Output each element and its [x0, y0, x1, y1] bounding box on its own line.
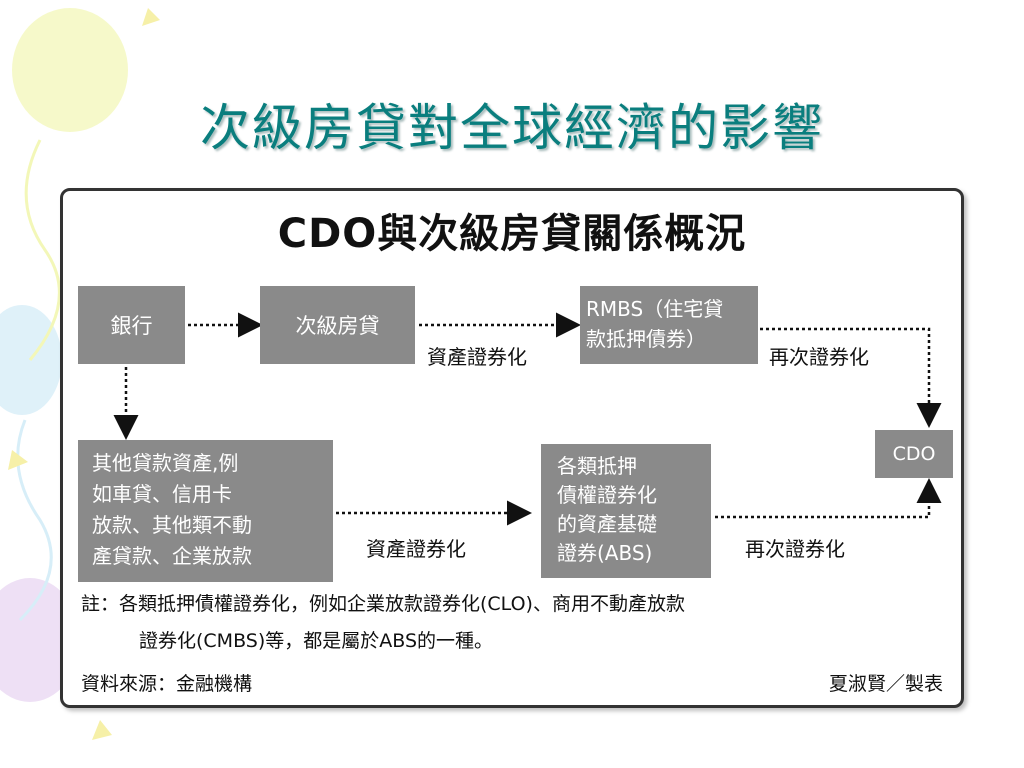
diagram-frame: CDO與次級房貸關係概況 銀行 次級房貸 RMBS（住宅貸 款抵押債券） CDO…	[60, 188, 964, 708]
data-source: 資料來源：金融機構	[81, 673, 253, 695]
label-securitization-bottom: 資產證券化	[366, 537, 466, 561]
label-securitization-top: 資產證券化	[427, 345, 527, 369]
confetti-shape	[142, 8, 160, 26]
label-resecuritization-top: 再次證券化	[769, 345, 869, 369]
confetti-shape	[8, 450, 28, 470]
arrow-rmbs-to-cdo	[760, 327, 942, 428]
diagram-title: CDO與次級房貸關係概況	[277, 211, 747, 257]
abs-box: 各類抵押 債權證券化 的資產基礎 證券(ABS)	[541, 444, 711, 578]
streamer	[16, 419, 53, 622]
other-loan-assets-box: 其他貸款資產,例 如車貸、信用卡 放款、其他類不動 產貸款、企業放款	[78, 440, 333, 582]
connector-layer	[113, 312, 942, 526]
cdo-box: CDO	[875, 430, 953, 478]
label-resecuritization-bottom: 再次證券化	[745, 537, 845, 561]
footnote-line-2: 證券化(CMBS)等，都是屬於ABS的一種。	[139, 630, 494, 652]
slide-title: 次級房貸對全球經濟的影響	[200, 99, 824, 157]
subprime-mortgage-box: 次級房貸	[260, 286, 415, 364]
confetti-shape	[92, 720, 112, 740]
footnote-line-1: 註：各類抵押債權證券化，例如企業放款證券化(CLO)、商用不動產放款	[81, 593, 685, 615]
chart-credit: 夏淑賢／製表	[828, 673, 943, 695]
streamer	[24, 139, 61, 361]
blue-balloon	[0, 305, 62, 415]
bank-box: 銀行	[78, 286, 185, 364]
arrow-abs-to-cdo	[715, 478, 942, 519]
rmbs-box: RMBS（住宅貸 款抵押債券）	[580, 286, 758, 364]
